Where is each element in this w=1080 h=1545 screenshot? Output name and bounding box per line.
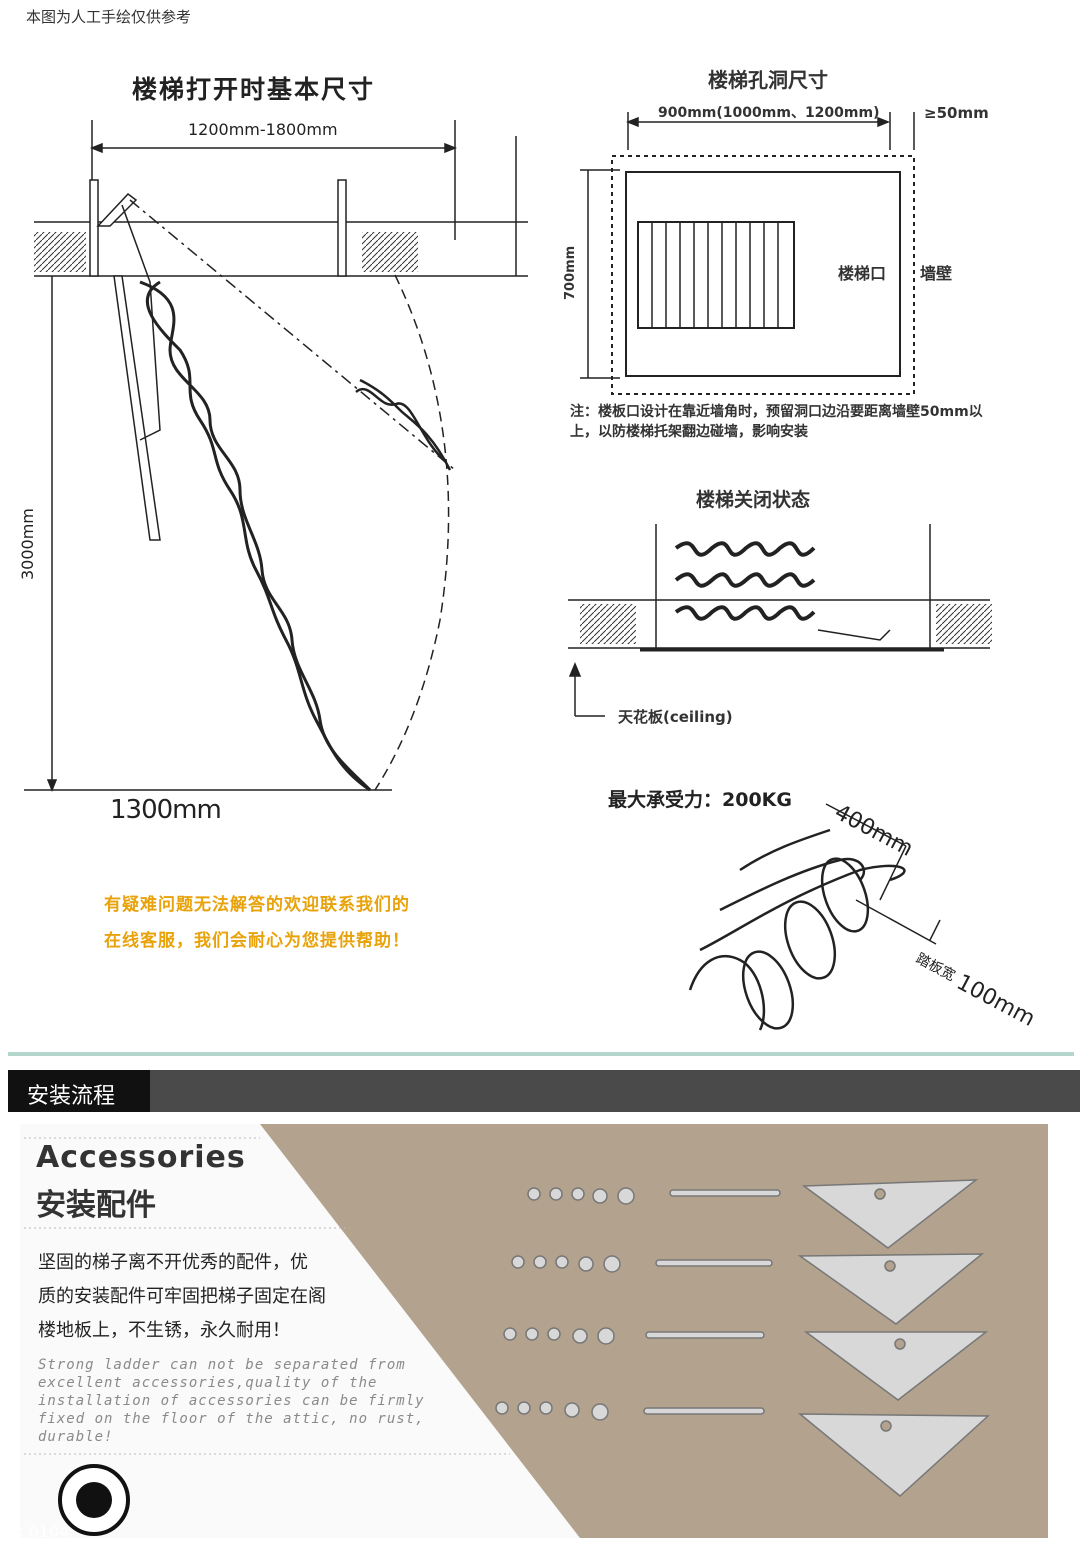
help-text-line1: 有疑难问题无法解答的欢迎联系我们的 (104, 895, 410, 915)
accessories-title-cn: 安装配件 (36, 1188, 156, 1223)
hole-height-label: 700mm (563, 245, 578, 300)
hole-drawing (580, 112, 915, 395)
open-height-label: 3000mm (18, 508, 37, 580)
divider (8, 1052, 1074, 1056)
accessories-text-line2: 质的安装配件可牢固把梯子固定在阁 (38, 1286, 326, 1307)
hole-width-label: 900mm(1000mm、1200mm) (658, 105, 880, 121)
help-text-line2: 在线客服，我们会耐心为您提供帮助！ (104, 931, 410, 951)
section-label: 安装流程 (27, 1084, 116, 1109)
hole-title: 楼梯孔洞尺寸 (708, 68, 828, 92)
hardware-row-3 (503, 1327, 989, 1401)
ceiling-label: 天花板(ceiling) (618, 708, 733, 726)
section-band (8, 1070, 1080, 1112)
max-load-label: 最大承受力：200KG (608, 789, 792, 811)
open-state-title: 楼梯打开时基本尺寸 (132, 75, 376, 104)
watermark: hk 0104 (4, 1522, 70, 1541)
accessories-photo (20, 1124, 990, 1538)
opening-label: 楼梯口 (838, 264, 887, 283)
accessories-text-line3: 楼地板上，不生锈，永久耐用！ (38, 1320, 290, 1341)
open-state-drawing (24, 120, 528, 793)
open-bottom-label: 1300mm (110, 795, 222, 825)
closed-state-drawing (568, 524, 992, 717)
step-drawing (688, 803, 941, 1031)
accessories-text-line1: 坚固的梯子离不开优秀的配件，优 (38, 1252, 308, 1273)
hole-note: 注：楼板口设计在靠近墙角时，预留洞口边沿要距离墙壁50mm以上，以防楼梯托架翻边… (570, 404, 983, 440)
hardware-row-4 (495, 1401, 990, 1497)
hardware-row-2 (511, 1253, 985, 1325)
section-tab (8, 1070, 150, 1112)
hardware-row-1 (527, 1179, 979, 1249)
ladder-drawings (24, 112, 992, 1031)
drawing-disclaimer: 本图为人工手绘仅供参考 (26, 8, 192, 26)
open-width-label: 1200mm-1800mm (188, 120, 338, 139)
accessories-text-en: Strong ladder can not be separated from … (38, 1357, 425, 1445)
wall-label: 墙壁 (920, 264, 953, 283)
diagram-area: 本图为人工手绘仅供参考 楼梯打开时基本尺寸 1200mm-1800mm 3000… (18, 8, 1039, 1032)
hole-gap-label: ≥50mm (924, 104, 989, 122)
closed-state-title: 楼梯关闭状态 (696, 489, 811, 511)
accessories-title-en: Accessories (36, 1140, 246, 1175)
accessories-panel (20, 1124, 1048, 1538)
